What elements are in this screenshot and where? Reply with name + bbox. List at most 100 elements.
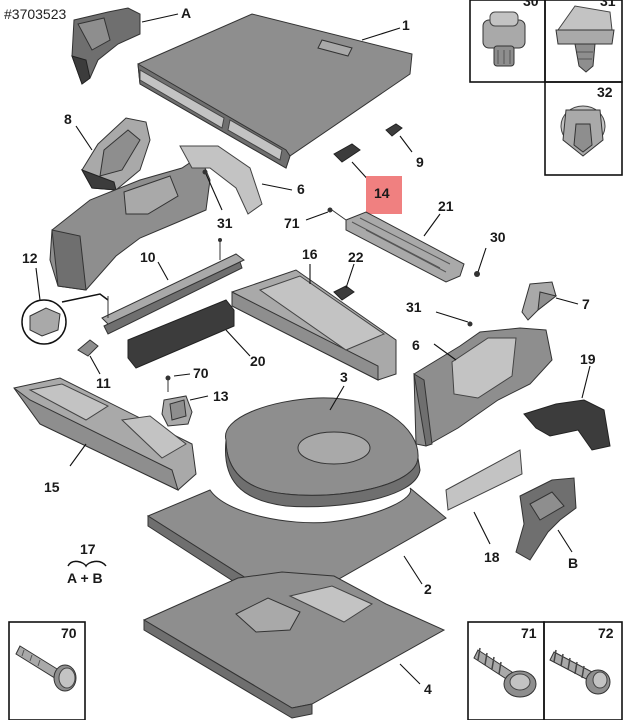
callout-b: B (568, 555, 578, 571)
part-11-clip (77, 339, 99, 357)
callout-31-left: 31 (217, 215, 233, 231)
highlight-14 (366, 176, 402, 214)
part-a-bracket (71, 7, 141, 85)
callout-10: 10 (140, 249, 156, 265)
part-70-bolt (165, 375, 171, 392)
callout-7: 7 (582, 296, 590, 312)
leader-31b (435, 311, 469, 323)
callout-21: 21 (438, 198, 454, 214)
part-6-right-trim (413, 327, 553, 447)
screw-71-icon (473, 647, 537, 698)
clip-30-icon (482, 11, 526, 67)
callout-14: 14 (374, 185, 390, 201)
callout-2: 2 (424, 581, 432, 597)
part-20-block (127, 299, 235, 369)
callout-18: 18 (484, 549, 500, 565)
leader-2 (403, 555, 423, 585)
part-8-trim (80, 117, 151, 191)
fastener-box-30: 30 (469, 0, 546, 83)
leader-70 (173, 373, 191, 377)
leader-15 (69, 443, 87, 467)
leader-8 (75, 125, 93, 151)
fastener-box-31: 31 (544, 0, 623, 83)
clip-31-icon (555, 5, 615, 73)
callout-17: 17 (80, 541, 96, 557)
part-b-bracket (515, 477, 577, 561)
part-1-parcel-shelf (137, 13, 413, 169)
reference-number: #3703523 (4, 6, 67, 22)
part-15-tray (13, 377, 197, 491)
leader-4 (399, 663, 421, 685)
callout-a: A (181, 5, 191, 21)
fastener-box-71: 71 (467, 621, 545, 720)
clip-32-icon (560, 105, 606, 157)
leader-a (141, 13, 179, 23)
callout-71: 71 (284, 215, 300, 231)
callout-11: 11 (96, 375, 111, 391)
part-12-detail-circle (21, 293, 109, 345)
bolt-70-icon (15, 645, 77, 692)
callout-30: 30 (490, 229, 506, 245)
callout-12: 12 (22, 250, 38, 266)
part-9-pad (385, 123, 403, 137)
callout-8: 8 (64, 111, 72, 127)
callout-4: 4 (424, 681, 432, 697)
leader-20 (225, 329, 251, 357)
leader-19 (581, 365, 591, 399)
part-21-vent (327, 207, 465, 283)
leader-30 (477, 247, 487, 273)
callout-6-left: 6 (297, 181, 305, 197)
part-3-spare-wheel-cover (224, 397, 421, 508)
part-16-tray (231, 269, 397, 381)
callout-13: 13 (213, 388, 229, 404)
callout-70: 70 (193, 365, 209, 381)
fastener-box-70: 70 (8, 621, 86, 720)
svg-text:32: 32 (597, 84, 613, 100)
fastener-box-32: 32 (544, 81, 623, 176)
part-18-strip (445, 449, 523, 511)
leader-21 (423, 213, 441, 237)
callout-31-right: 31 (406, 299, 422, 315)
leader-31a (205, 173, 223, 211)
callout-22: 22 (348, 249, 364, 265)
svg-text:30: 30 (523, 0, 539, 9)
svg-text:71: 71 (521, 625, 537, 641)
leader-6a (261, 183, 293, 191)
callout-17-group: 17 A + B (67, 541, 107, 586)
svg-text:70: 70 (61, 625, 77, 641)
part-10-rail (101, 238, 245, 335)
part-7-bracket (521, 281, 558, 321)
part-6-left-trim (49, 145, 263, 291)
callout-3: 3 (340, 369, 348, 385)
callout-1: 1 (402, 17, 410, 33)
part-14-pad (333, 143, 361, 163)
callout-6-right: 6 (412, 337, 420, 353)
fastener-box-72: 72 (543, 621, 623, 720)
callout-20: 20 (250, 353, 266, 369)
part-22-pad (333, 285, 355, 301)
part-4-floor (142, 571, 446, 719)
leader-6b (433, 343, 457, 361)
leader-9 (399, 135, 413, 153)
leader-18 (473, 511, 491, 545)
callout-16: 16 (302, 246, 318, 262)
callout-15: 15 (44, 479, 60, 495)
svg-text:31: 31 (600, 0, 616, 9)
part-19-panel (523, 399, 611, 451)
leader-11 (89, 355, 101, 375)
leader-22 (345, 263, 355, 289)
callout-9: 9 (416, 154, 424, 170)
leader-1 (361, 27, 401, 41)
leader-3 (329, 385, 345, 411)
callout-17-combination: A + B (67, 570, 103, 586)
svg-text:72: 72 (598, 625, 614, 641)
leader-10 (157, 261, 169, 281)
leader-13 (189, 395, 209, 401)
callout-19: 19 (580, 351, 596, 367)
leader-71 (305, 211, 329, 221)
leader-b (557, 529, 573, 553)
part-13-bracket (161, 395, 193, 427)
leader-12 (35, 267, 41, 301)
screw-72-icon (549, 649, 611, 695)
